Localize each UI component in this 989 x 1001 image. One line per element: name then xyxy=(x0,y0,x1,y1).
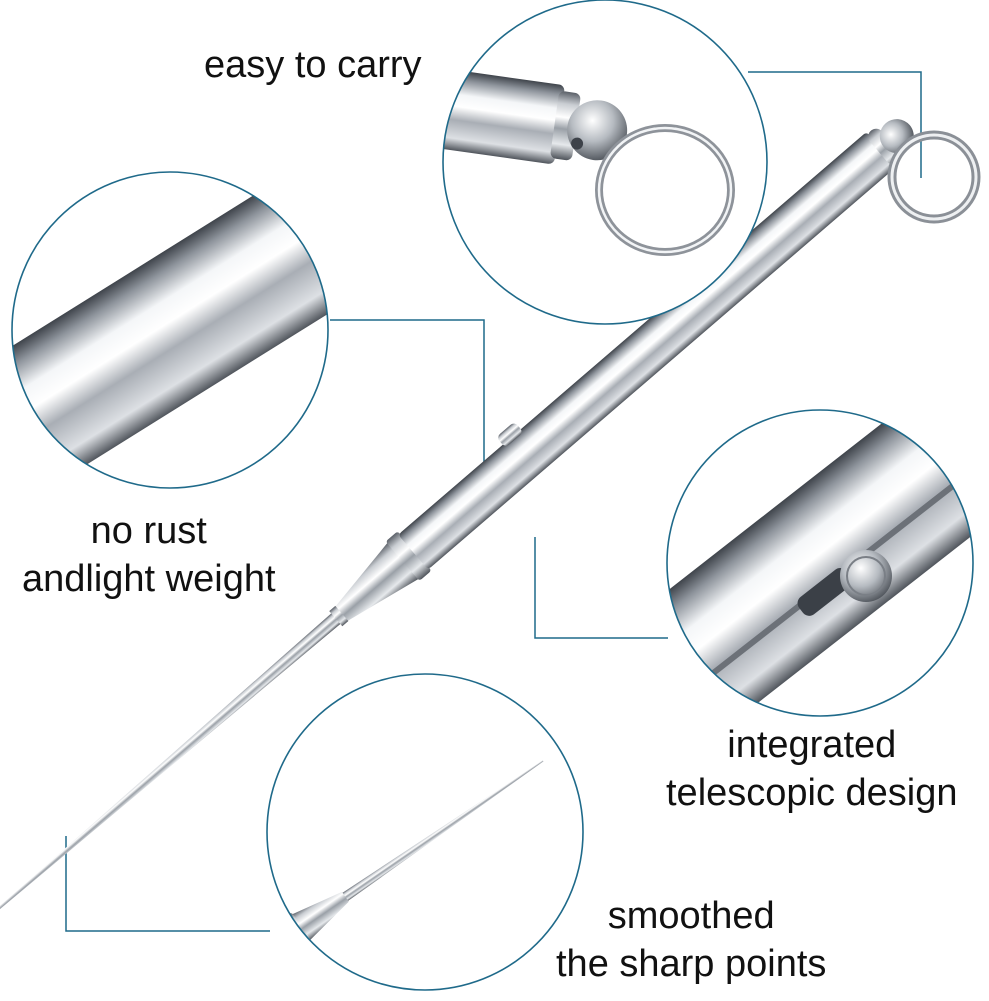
leader-line-carry xyxy=(748,71,922,178)
caption-sharp-line2: the sharp points xyxy=(556,942,827,985)
caption-telescopic-line1: integrated xyxy=(727,724,897,766)
caption-telescopic-line2: telescopic design xyxy=(666,771,958,814)
leader-line-sharp xyxy=(65,836,270,932)
caption-no-rust: no rust andlight weight xyxy=(22,508,276,603)
caption-easy-to-carry: easy to carry xyxy=(204,42,422,90)
leader-line-rust xyxy=(330,319,485,466)
detail-circle-telescopic xyxy=(666,409,974,717)
caption-no-rust-line1: no rust xyxy=(90,510,207,552)
needle xyxy=(0,612,342,933)
caption-easy-to-carry-text: easy to carry xyxy=(204,44,422,86)
caption-sharp-line1: smoothed xyxy=(607,895,775,937)
caption-sharp: smoothed the sharp points xyxy=(556,893,826,988)
caption-telescopic: integrated telescopic design xyxy=(666,722,958,817)
slide-button xyxy=(498,423,522,446)
barrel xyxy=(399,133,895,568)
tip-cone xyxy=(333,541,420,623)
detail-circle-sharp xyxy=(266,673,584,991)
detail-circle-rust xyxy=(11,171,329,489)
leader-line-telescopic xyxy=(534,537,668,639)
detail-circle-carry xyxy=(442,0,768,325)
caption-no-rust-line2: andlight weight xyxy=(22,557,276,600)
collar xyxy=(386,532,431,580)
leader-lines xyxy=(65,71,922,932)
